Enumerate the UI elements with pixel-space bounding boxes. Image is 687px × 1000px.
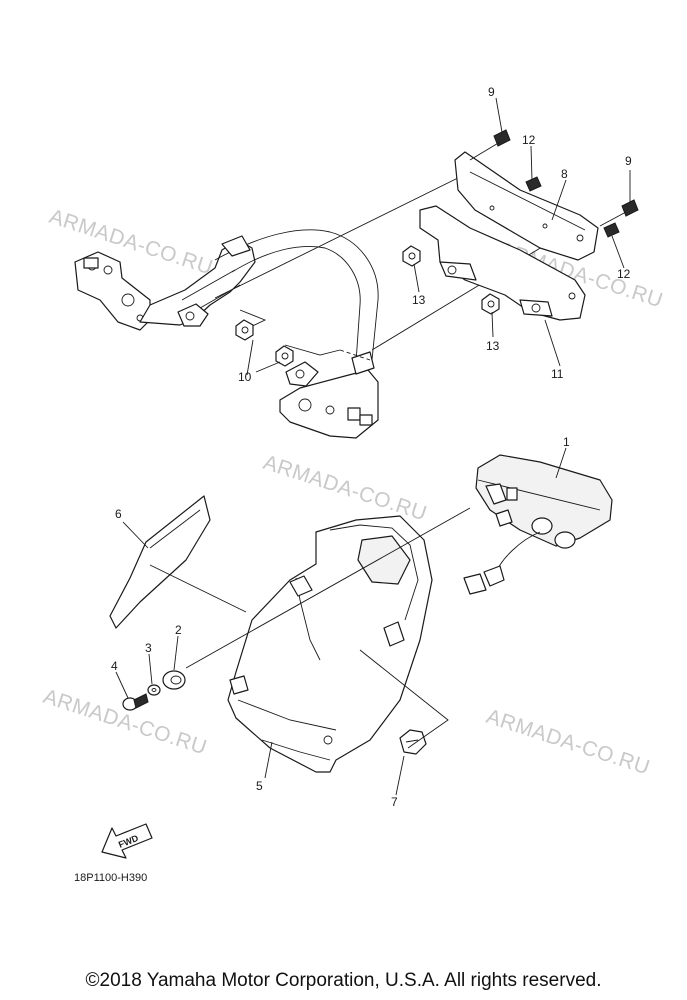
callout-9-upper: 9 bbox=[488, 85, 495, 99]
callout-12-right: 12 bbox=[617, 267, 631, 281]
rear-bracket-part-8 bbox=[454, 151, 599, 261]
watermark-middle: ARMADA-CO.RU bbox=[260, 451, 429, 526]
rear-fender-part-5 bbox=[227, 515, 433, 773]
callout-numbers: 9 12 8 9 12 13 13 11 10 1 6 2 3 4 5 7 bbox=[111, 85, 632, 809]
fwd-arrow-icon: FWD bbox=[101, 823, 153, 859]
clip-part-7 bbox=[399, 729, 427, 755]
bolt-part-12-right bbox=[603, 222, 620, 238]
screw-part-4 bbox=[122, 693, 149, 711]
callout-leaders bbox=[115, 97, 631, 796]
grommet-part-2 bbox=[162, 670, 186, 690]
callout-4: 4 bbox=[111, 659, 118, 673]
callout-5: 5 bbox=[256, 779, 263, 793]
washer-part-3 bbox=[147, 684, 161, 696]
bolt-part-9-upper bbox=[469, 129, 511, 161]
nut-part-13-lower bbox=[481, 293, 500, 315]
callout-3: 3 bbox=[145, 641, 152, 655]
copyright-notice: ©2018 Yamaha Motor Corporation, U.S.A. A… bbox=[85, 970, 602, 991]
diagram-code: 18P1100-H390 bbox=[74, 872, 148, 884]
callout-13-lower: 13 bbox=[486, 339, 500, 353]
watermark-bottom-right: ARMADA-CO.RU bbox=[483, 705, 652, 780]
license-lamp-part-1 bbox=[463, 454, 613, 595]
nut-part-13-upper bbox=[402, 245, 421, 267]
callout-10: 10 bbox=[238, 370, 252, 384]
callout-12-upper: 12 bbox=[522, 133, 536, 147]
callout-13-upper: 13 bbox=[412, 293, 426, 307]
callout-6: 6 bbox=[115, 507, 122, 521]
watermark-top-left: ARMADA-CO.RU bbox=[46, 205, 215, 280]
callout-8: 8 bbox=[561, 167, 568, 181]
mud-flap-part-6 bbox=[109, 495, 211, 629]
callout-7: 7 bbox=[391, 795, 398, 809]
watermark-bottom-left: ARMADA-CO.RU bbox=[40, 685, 209, 760]
plate-bracket-part-11 bbox=[419, 205, 586, 321]
bottom-assembly-lines bbox=[149, 507, 471, 749]
callout-2: 2 bbox=[175, 623, 182, 637]
bolt-part-12-upper bbox=[525, 176, 542, 192]
callout-1: 1 bbox=[563, 435, 570, 449]
callout-11: 11 bbox=[551, 367, 564, 381]
grab-bar-frame bbox=[74, 229, 379, 439]
nut-part-10-lower bbox=[275, 345, 294, 367]
bolt-part-9-right bbox=[599, 199, 639, 227]
nut-part-10-upper bbox=[235, 319, 254, 341]
callout-9-right: 9 bbox=[625, 154, 632, 168]
